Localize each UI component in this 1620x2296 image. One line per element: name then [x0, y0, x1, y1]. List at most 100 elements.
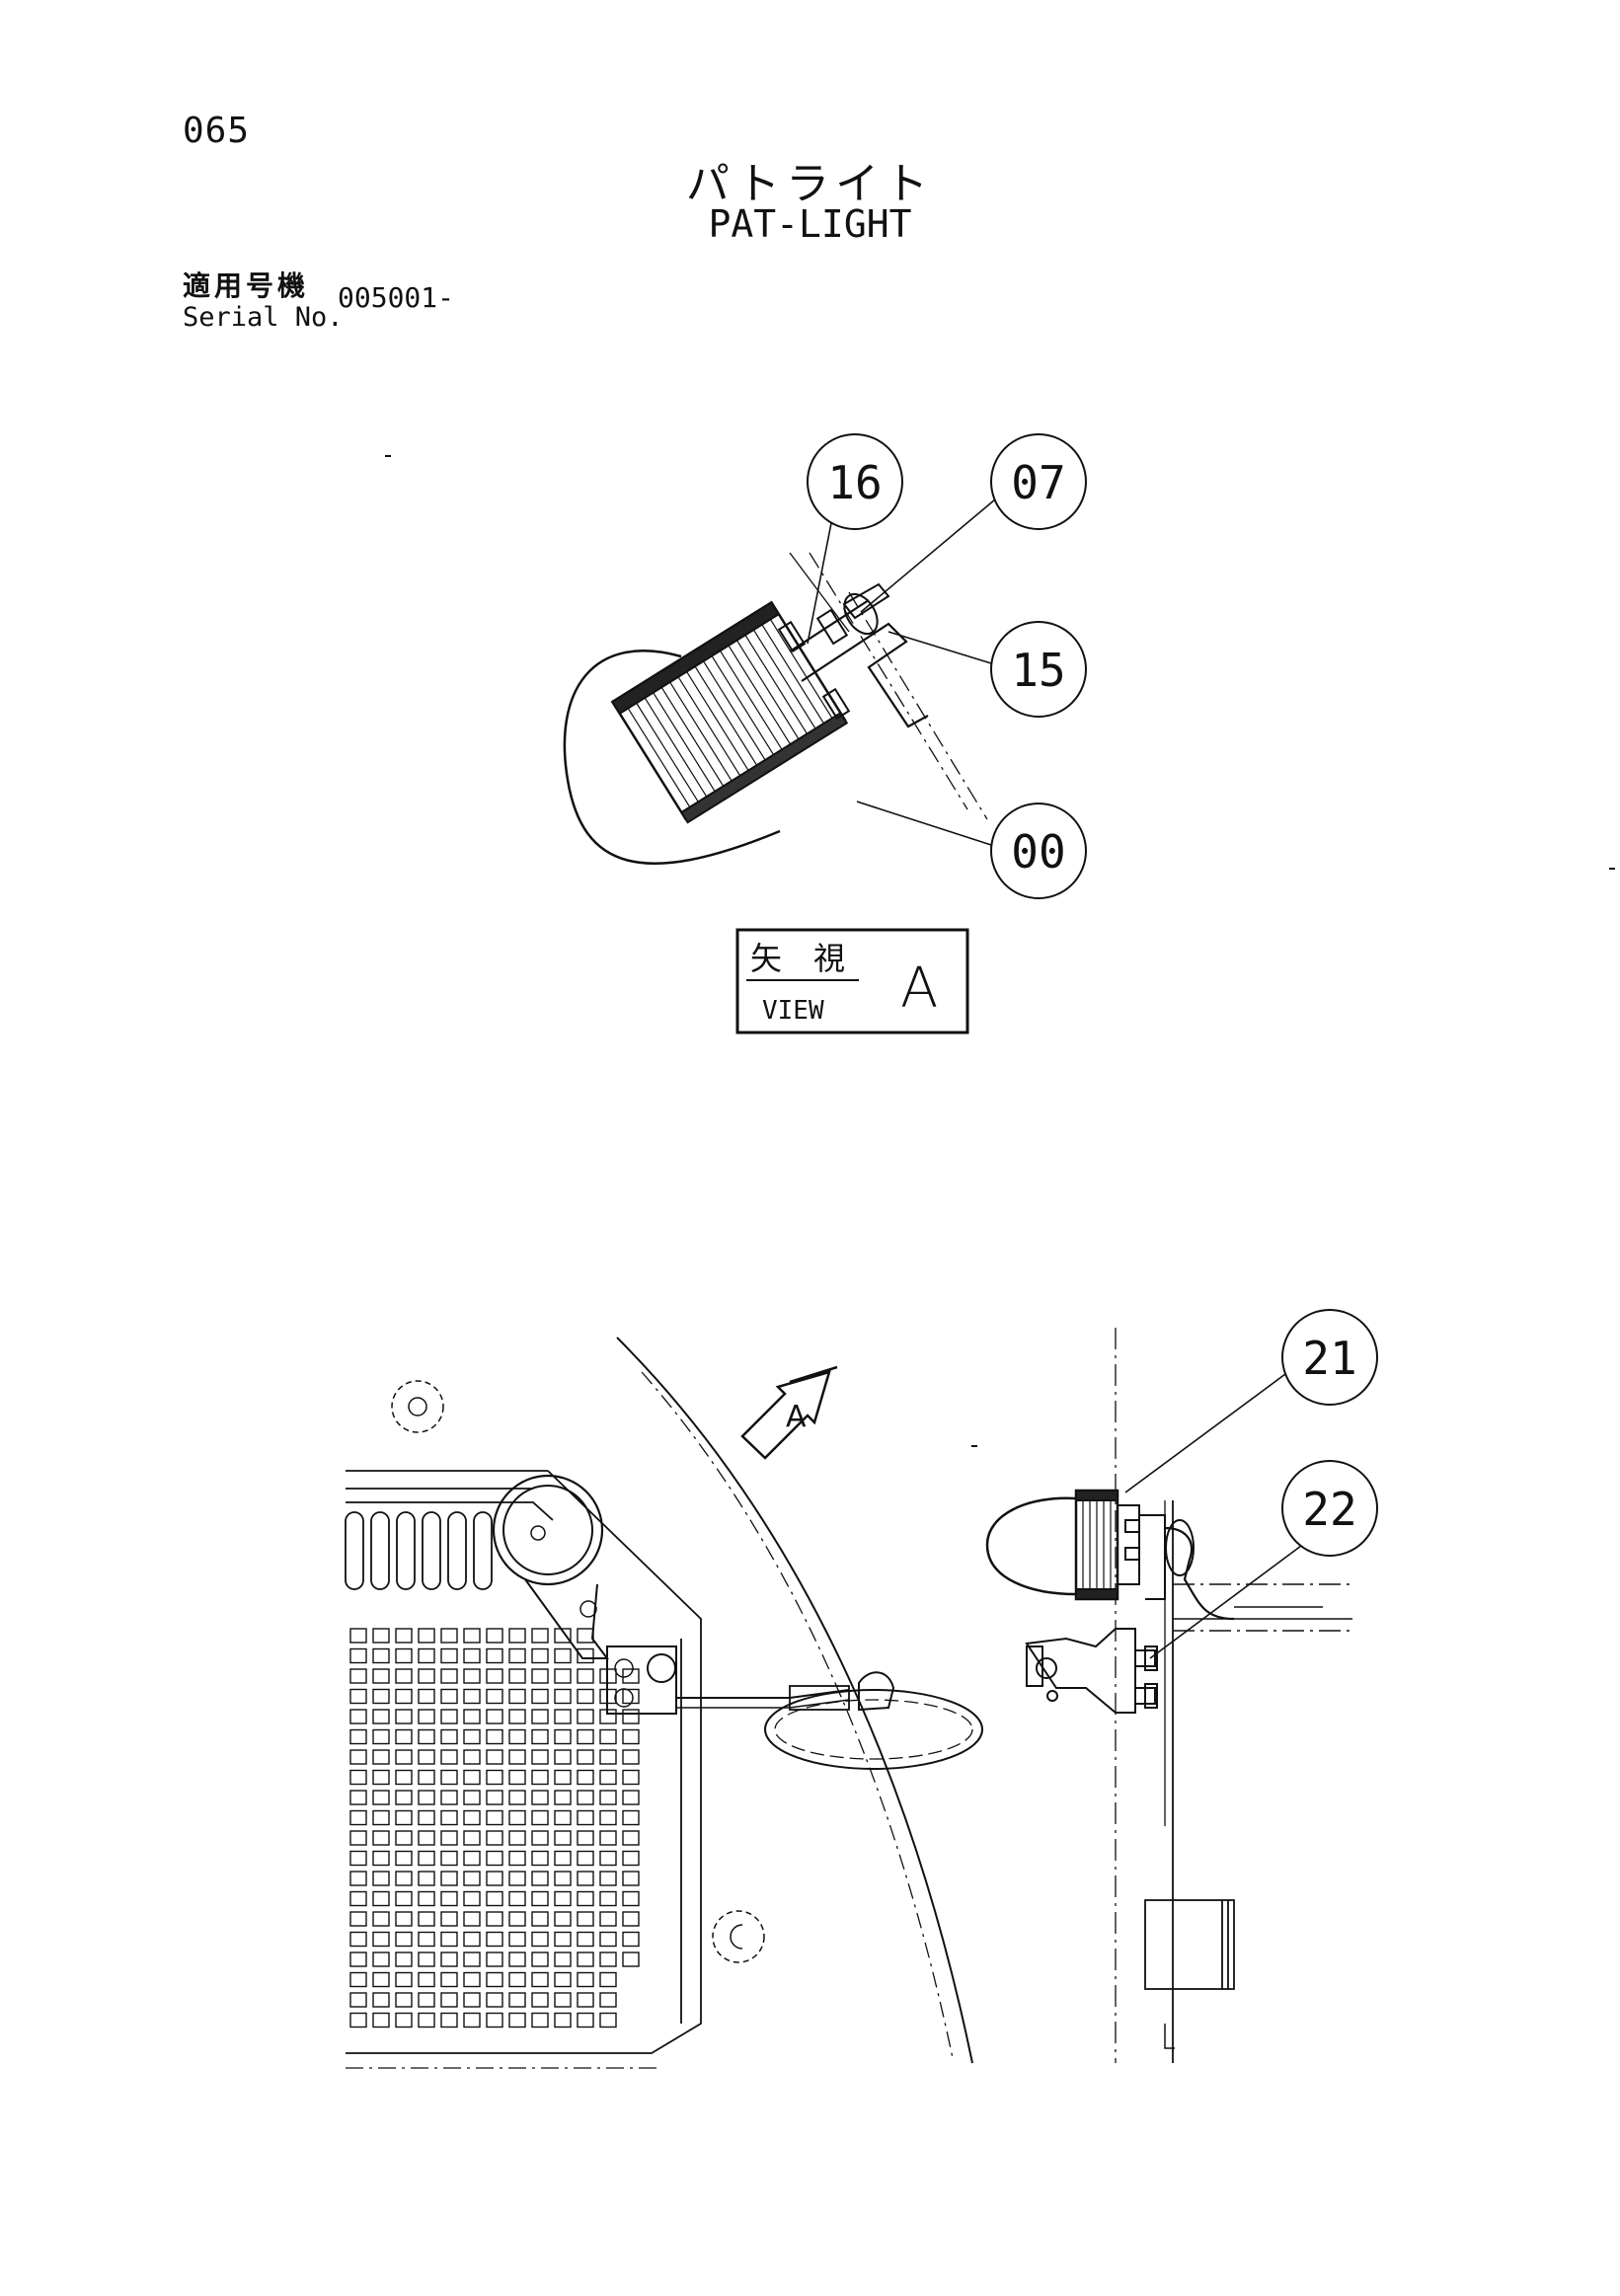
mesh-cell — [463, 1647, 481, 1664]
mesh-cell — [554, 1749, 572, 1765]
mesh-cell — [349, 1871, 367, 1886]
mesh-cell — [349, 1830, 367, 1846]
mesh-cell — [372, 1769, 390, 1786]
mesh-cell — [440, 1952, 458, 1967]
mesh-cell — [531, 1931, 549, 1948]
mesh-cell — [508, 2012, 526, 2028]
mesh-cell — [395, 1668, 413, 1684]
mesh-cell — [599, 1830, 617, 1846]
mesh-cell — [349, 1809, 367, 1826]
mesh-cell — [372, 1790, 390, 1805]
mesh-cell — [622, 1728, 640, 1745]
callout-22: 22 — [1281, 1460, 1378, 1557]
mesh-cell — [440, 1790, 458, 1805]
mesh-cell — [372, 1911, 390, 1927]
mesh-cell — [599, 1728, 617, 1745]
mesh-cell — [418, 1749, 435, 1765]
mesh-cell — [599, 1971, 617, 1988]
svg-text:矢 視: 矢 視 — [750, 940, 845, 977]
mesh-grille — [349, 1628, 640, 2028]
mesh-cell — [577, 1709, 594, 1724]
view-a-label-box: 矢 視 VIEW A — [735, 928, 969, 1034]
mesh-cell — [463, 1911, 481, 1927]
mesh-cell — [486, 1809, 503, 1826]
mesh-cell — [508, 1890, 526, 1907]
mesh-cell — [418, 1647, 435, 1664]
mesh-cell — [577, 1688, 594, 1705]
mesh-cell — [599, 2012, 617, 2028]
mesh-cell — [508, 1688, 526, 1705]
leader-lines-bottom — [1124, 1373, 1302, 1659]
mesh-cell — [395, 1809, 413, 1826]
mesh-cell — [599, 1890, 617, 1907]
mesh-cell — [531, 1971, 549, 1988]
mesh-cell — [463, 1871, 481, 1886]
mesh-cell — [440, 1830, 458, 1846]
mesh-cell — [349, 1911, 367, 1927]
mesh-cell — [599, 1992, 617, 2008]
rear-lamp-dome — [985, 1496, 1077, 1596]
callout-00: 00 — [990, 803, 1087, 899]
mesh-cell — [395, 1628, 413, 1644]
mesh-cell — [463, 1769, 481, 1786]
mesh-cell — [577, 1647, 594, 1664]
mesh-cell — [531, 1709, 549, 1724]
leader-lines-top — [807, 498, 996, 846]
mesh-cell — [554, 1871, 572, 1886]
mesh-cell — [531, 2012, 549, 2028]
mesh-cell — [395, 1992, 413, 2008]
mesh-cell — [486, 1688, 503, 1705]
mesh-cell — [554, 1728, 572, 1745]
mesh-cell — [508, 1809, 526, 1826]
mesh-cell — [554, 2012, 572, 2028]
mesh-cell — [349, 1628, 367, 1644]
mesh-cell — [508, 1992, 526, 2008]
serial-label-japanese: 適用号機 — [183, 269, 310, 302]
mesh-cell — [486, 1628, 503, 1644]
mesh-cell — [554, 1952, 572, 1967]
mesh-cell — [418, 1830, 435, 1846]
mesh-cell — [531, 1728, 549, 1745]
mesh-cell — [577, 1971, 594, 1988]
mesh-cell — [463, 1709, 481, 1724]
mesh-cell — [554, 1647, 572, 1664]
mesh-cell — [418, 1709, 435, 1724]
lamp-body — [610, 600, 849, 824]
mesh-cell — [440, 1647, 458, 1664]
svg-text:A: A — [900, 957, 938, 1021]
mesh-cell — [577, 1628, 594, 1644]
mesh-cell — [395, 1790, 413, 1805]
svg-text:A: A — [786, 1400, 807, 1434]
mesh-cell — [622, 1911, 640, 1927]
mesh-cell — [599, 1790, 617, 1805]
mesh-cell — [531, 1790, 549, 1805]
mesh-cell — [440, 2012, 458, 2028]
mesh-cell — [622, 1830, 640, 1846]
mesh-cell — [599, 1871, 617, 1886]
mesh-cell — [577, 1790, 594, 1805]
mesh-cell — [486, 1668, 503, 1684]
mesh-cell — [418, 1688, 435, 1705]
arm-bracket — [524, 1578, 609, 1659]
mesh-cell — [599, 1769, 617, 1786]
mesh-cell — [418, 1911, 435, 1927]
mesh-cell — [554, 1809, 572, 1826]
mesh-cell — [440, 1871, 458, 1886]
mesh-cell — [440, 1931, 458, 1948]
mesh-cell — [463, 1749, 481, 1765]
mesh-cell — [395, 1688, 413, 1705]
mesh-cell — [622, 1709, 640, 1724]
serial-value: 005001- — [338, 281, 455, 314]
round-fixture — [492, 1474, 604, 1586]
mesh-cell — [486, 1952, 503, 1967]
mesh-cell — [622, 1871, 640, 1886]
mesh-cell — [531, 1628, 549, 1644]
view-arrow-a: A — [740, 1365, 838, 1460]
svg-text:00: 00 — [1011, 825, 1065, 879]
mesh-cell — [349, 1688, 367, 1705]
mesh-cell — [372, 1952, 390, 1967]
mesh-cell — [622, 1749, 640, 1765]
mesh-cell — [463, 1890, 481, 1907]
mesh-cell — [622, 1952, 640, 1967]
mesh-cell — [554, 1850, 572, 1867]
